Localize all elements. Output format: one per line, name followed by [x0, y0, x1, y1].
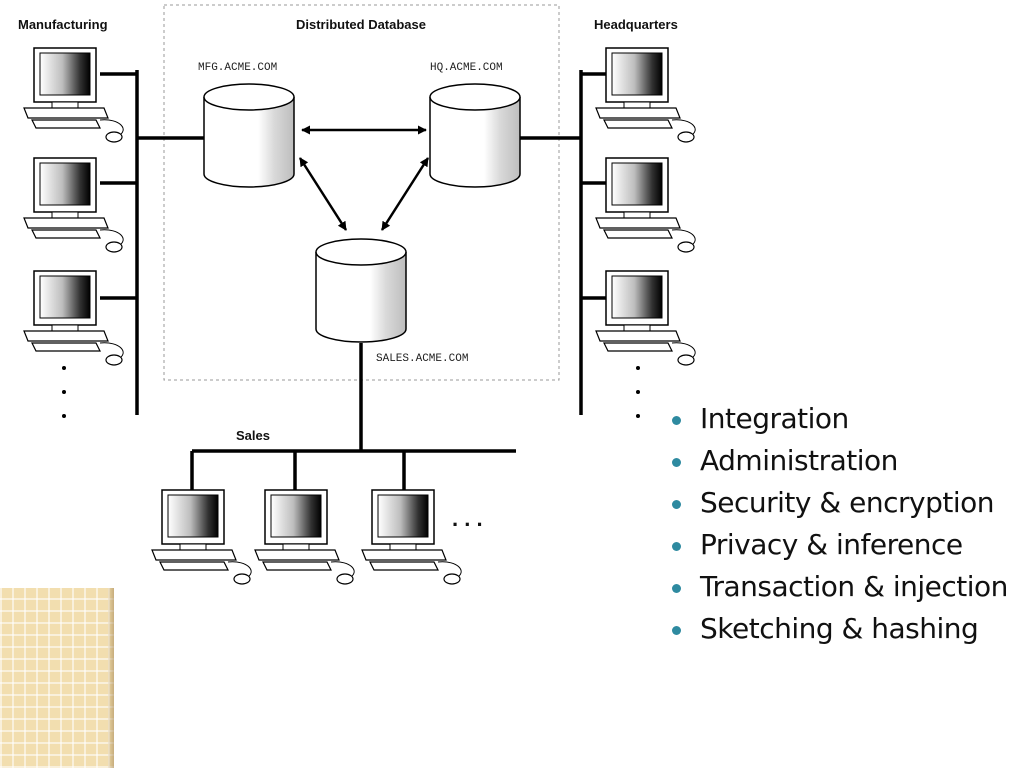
arrow-mfg-sales [298, 157, 348, 231]
manufacturing-label: Manufacturing [18, 17, 108, 32]
sales-workstation [151, 489, 252, 585]
manufacturing-workstation [23, 270, 124, 366]
sales-workstation [254, 489, 355, 585]
decorative-corner-pattern [0, 588, 114, 768]
topic-list: Integration Administration Security & en… [668, 402, 1018, 654]
topic-item: Transaction & injection [668, 570, 1018, 604]
database-mfg-label: MFG.ACME.COM [198, 62, 277, 74]
replication-arrows [298, 125, 430, 231]
topic-item: Security & encryption [668, 486, 1018, 520]
topic-item: Sketching & hashing [668, 612, 1018, 646]
topic-item: Privacy & inference [668, 528, 1018, 562]
panel-title: Distributed Database [296, 17, 426, 32]
topic-item: Administration [668, 444, 1018, 478]
sales-workstation [361, 489, 462, 585]
arrow-hq-sales [380, 157, 430, 231]
sales-more-indicator: . . . [452, 506, 483, 531]
headquarters-workstation [595, 47, 696, 143]
topic-item: Integration [668, 402, 1018, 436]
manufacturing-workstation [23, 157, 124, 253]
headquarters-more-indicator [636, 366, 640, 418]
manufacturing-workstation [23, 47, 124, 143]
headquarters-label: Headquarters [594, 17, 678, 32]
headquarters-workstation [595, 270, 696, 366]
manufacturing-more-indicator [62, 366, 66, 418]
database-mfg [203, 83, 295, 188]
database-hq-label: HQ.ACME.COM [430, 62, 503, 74]
headquarters-workstation [595, 157, 696, 253]
network-lines [100, 70, 606, 490]
database-sales-label: SALES.ACME.COM [376, 353, 468, 365]
sales-label: Sales [236, 428, 270, 443]
database-hq [429, 83, 521, 188]
database-sales [315, 238, 407, 343]
